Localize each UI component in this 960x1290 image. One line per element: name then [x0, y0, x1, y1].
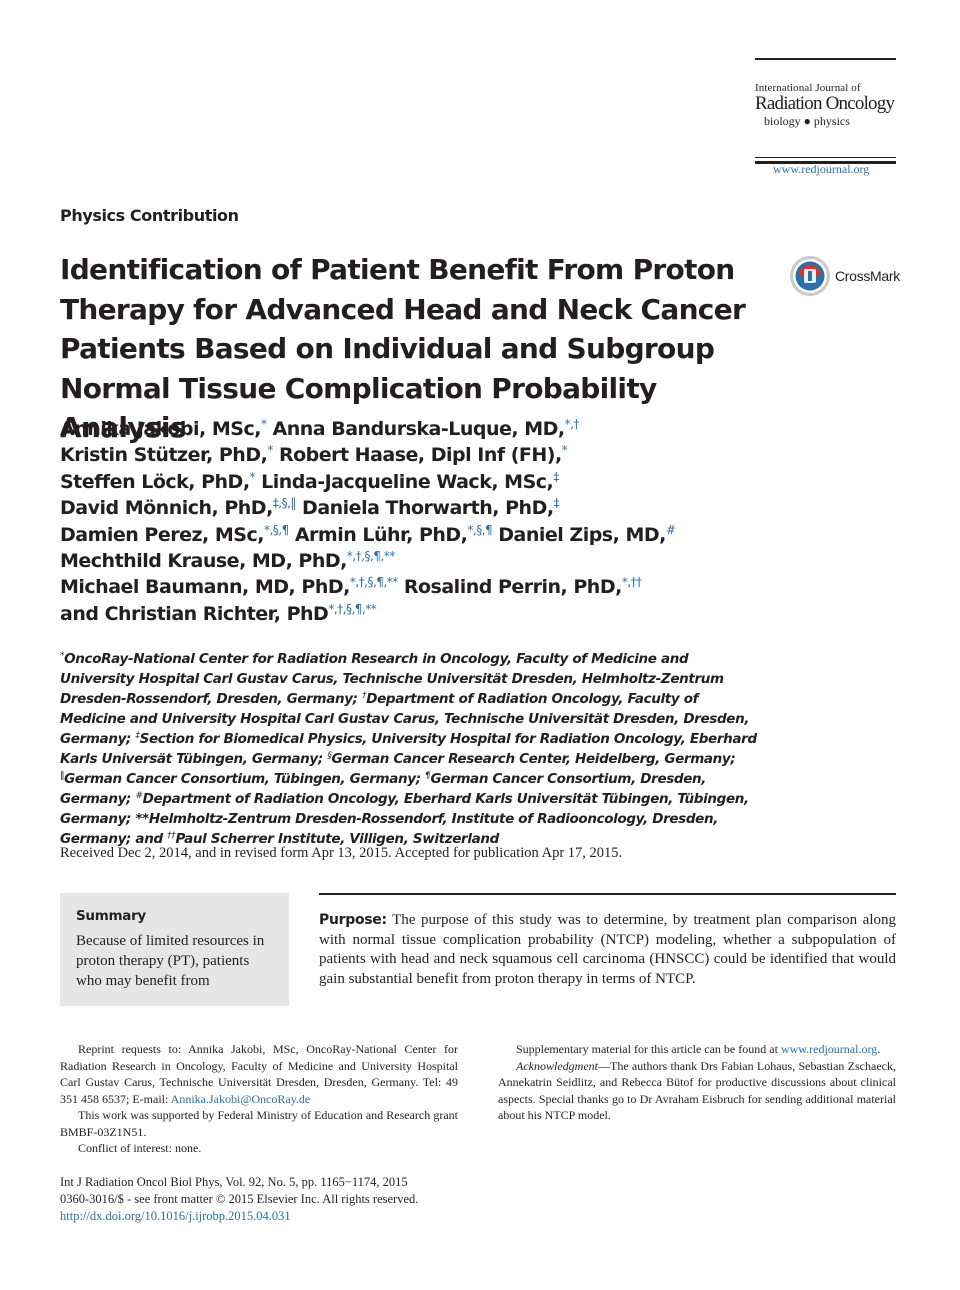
- email-link[interactable]: Annika.Jakobi@OncoRay.de: [170, 1091, 311, 1106]
- summary-box: Summary Because of limited resources in …: [60, 893, 289, 1006]
- author-affiliation-marks[interactable]: ‡: [553, 496, 560, 511]
- author-name: Daniela Thorwarth, PhD,: [295, 497, 554, 520]
- doi-link[interactable]: http://dx.doi.org/10.1016/j.ijrobp.2015.…: [60, 1209, 291, 1223]
- affiliation-text: German Cancer Consortium, Dresden, Germa…: [60, 771, 707, 807]
- affiliation-text: **Helmholtz-Zentrum Dresden-Rossendorf, …: [60, 811, 719, 847]
- affiliation-text: Department of Radiation Oncology, Facult…: [60, 691, 750, 747]
- summary-heading: Summary: [76, 908, 146, 924]
- journal-name-line1: International Journal of: [755, 82, 861, 94]
- author-line: Kristin Stützer, PhD,* Robert Haase, Dip…: [60, 442, 780, 468]
- conflict-note: Conflict of interest: none.: [78, 1141, 202, 1155]
- citation-line2: 0360-3016/$ - see front matter © 2015 El…: [60, 1192, 419, 1206]
- masthead-rule-thin: [755, 157, 896, 158]
- purpose-text: The purpose of this study was to determi…: [319, 912, 896, 987]
- crossmark-label: CrossMark: [835, 268, 900, 284]
- affiliation-text: German Cancer Consortium, Tübingen, Germ…: [64, 771, 426, 787]
- supp-link[interactable]: www.redjournal.org: [780, 1042, 878, 1056]
- author-name: Robert Haase, Dipl Inf (FH),: [272, 444, 562, 467]
- affiliation-symbol: #: [135, 791, 143, 801]
- author-line: Damien Perez, MSc,*,§,¶ Armin Lühr, PhD,…: [60, 522, 780, 548]
- author-affiliation-marks[interactable]: *,†,§,¶,**: [346, 549, 395, 564]
- affiliation-symbol: ‖: [60, 771, 65, 781]
- affiliation-symbol: ¶: [425, 771, 431, 781]
- affiliation-symbol: *: [60, 651, 65, 661]
- author-affiliation-marks[interactable]: ‡: [553, 469, 559, 484]
- purpose-label: Purpose:: [319, 912, 387, 928]
- author-name: and Christian Richter, PhD: [60, 602, 329, 625]
- author-name: Mechthild Krause, MD, PhD,: [60, 550, 347, 573]
- author-name: Rosalind Perrin, PhD,: [397, 576, 622, 599]
- affiliation-text: Department of Radiation Oncology, Eberha…: [60, 791, 749, 827]
- footnotes-left: Reprint requests to: Annika Jakobi, MSc,…: [60, 1041, 458, 1157]
- masthead-rule-thick: [755, 161, 896, 164]
- crossmark-icon: [790, 256, 830, 296]
- author-line: and Christian Richter, PhD*,†,§,¶,**: [60, 601, 780, 627]
- journal-masthead: International Journal of Radiation Oncol…: [755, 58, 896, 164]
- affiliation-text: Paul Scherrer Institute, Villigen, Switz…: [175, 831, 499, 847]
- author-affiliation-marks[interactable]: *: [267, 443, 273, 458]
- author-name: Armin Lühr, PhD,: [288, 523, 468, 546]
- affiliations: *OncoRay-National Center for Radiation R…: [60, 649, 760, 849]
- author-name: Kristin Stützer, PhD,: [60, 444, 268, 467]
- author-name: David Mönnich, PhD,: [60, 497, 273, 520]
- ack-text: —The authors thank Drs Fabian Lohaus, Se…: [498, 1058, 896, 1123]
- abstract-purpose: Purpose: The purpose of this study was t…: [319, 911, 896, 989]
- affiliation-symbol: ††: [167, 831, 176, 841]
- summary-text: Because of limited resources in proton t…: [76, 933, 265, 989]
- author-affiliation-marks[interactable]: *: [260, 417, 267, 431]
- journal-url-link[interactable]: www.redjournal.org: [773, 162, 870, 176]
- author-list: Annika Jakobi, MSc,* Anna Bandurska-Luqu…: [60, 416, 780, 627]
- masthead-rule-top: [755, 58, 896, 60]
- article-title: Identification of Patient Benefit From P…: [60, 253, 746, 444]
- ack-label: Acknowledgment: [516, 1058, 598, 1073]
- author-name: Michael Baumann, MD, PhD,: [60, 576, 350, 599]
- author-name: Annika Jakobi, MSc,: [60, 418, 261, 440]
- affiliation-symbol: §: [327, 751, 332, 761]
- author-affiliation-marks[interactable]: *,†: [564, 417, 580, 431]
- author-name: Steffen Löck, PhD,: [60, 470, 250, 493]
- citation-block: Int J Radiation Oncol Biol Phys, Vol. 92…: [60, 1174, 418, 1225]
- author-line: Michael Baumann, MD, PhD,*,†,§,¶,** Rosa…: [60, 574, 780, 600]
- supp-end: .: [877, 1042, 881, 1056]
- author-line: David Mönnich, PhD,‡,§,‖ Daniela Thorwar…: [60, 495, 780, 521]
- citation-line1: Int J Radiation Oncol Biol Phys, Vol. 92…: [60, 1175, 408, 1189]
- author-name: Anna Bandurska-Luque, MD,: [266, 418, 566, 440]
- author-line: Steffen Löck, PhD,* Linda-Jacqueline Wac…: [60, 469, 780, 495]
- supplementary-note: Supplementary material for this article …: [498, 1041, 896, 1058]
- author-affiliation-marks[interactable]: *,§,¶: [263, 522, 289, 537]
- author-line: Annika Jakobi, MSc,* Anna Bandurska-Luqu…: [60, 416, 780, 442]
- received-dates: Received Dec 2, 2014, and in revised for…: [60, 845, 623, 861]
- affiliation-symbol: †: [362, 691, 367, 701]
- supp-text: Supplementary material for this article …: [516, 1042, 781, 1056]
- acknowledgment-note: Acknowledgment—The authors thank Drs Fab…: [498, 1058, 896, 1124]
- section-label: Physics Contribution: [60, 206, 239, 225]
- author-affiliation-marks[interactable]: *: [249, 469, 256, 484]
- reprint-note: Reprint requests to: Annika Jakobi, MSc,…: [60, 1041, 458, 1107]
- author-name: Linda-Jacqueline Wack, MSc,: [255, 470, 554, 493]
- author-affiliation-marks[interactable]: *,††: [621, 575, 642, 590]
- crossmark-badge[interactable]: CrossMark: [789, 255, 900, 297]
- journal-name-line2: Radiation Oncology: [755, 93, 895, 114]
- support-note: This work was supported by Federal Minis…: [60, 1108, 458, 1139]
- author-name: Damien Perez, MSc,: [60, 523, 264, 546]
- author-affiliation-marks[interactable]: ‡,§,‖: [272, 496, 297, 511]
- author-affiliation-marks[interactable]: *: [561, 443, 568, 458]
- author-affiliation-marks[interactable]: *,†,§,¶,**: [328, 601, 377, 616]
- author-name: Daniel Zips, MD,: [492, 523, 666, 546]
- author-affiliation-marks[interactable]: *,§,¶: [467, 522, 493, 537]
- author-affiliation-marks[interactable]: #: [665, 522, 676, 537]
- affiliation-text: OncoRay-National Center for Radiation Re…: [60, 651, 724, 707]
- affiliation-text: German Cancer Research Center, Heidelber…: [331, 751, 736, 767]
- affiliation-symbol: ‡: [135, 731, 140, 741]
- footnotes-right: Supplementary material for this article …: [498, 1041, 896, 1124]
- abstract-rule: [319, 893, 896, 895]
- affiliation-text: Section for Biomedical Physics, Universi…: [60, 731, 757, 767]
- author-affiliation-marks[interactable]: *,†,§,¶,**: [349, 575, 398, 590]
- reprint-text: Reprint requests to: Annika Jakobi, MSc,…: [60, 1042, 458, 1106]
- author-line: Mechthild Krause, MD, PhD,*,†,§,¶,**: [60, 548, 780, 574]
- journal-name-line3: biology ● physics: [764, 114, 850, 128]
